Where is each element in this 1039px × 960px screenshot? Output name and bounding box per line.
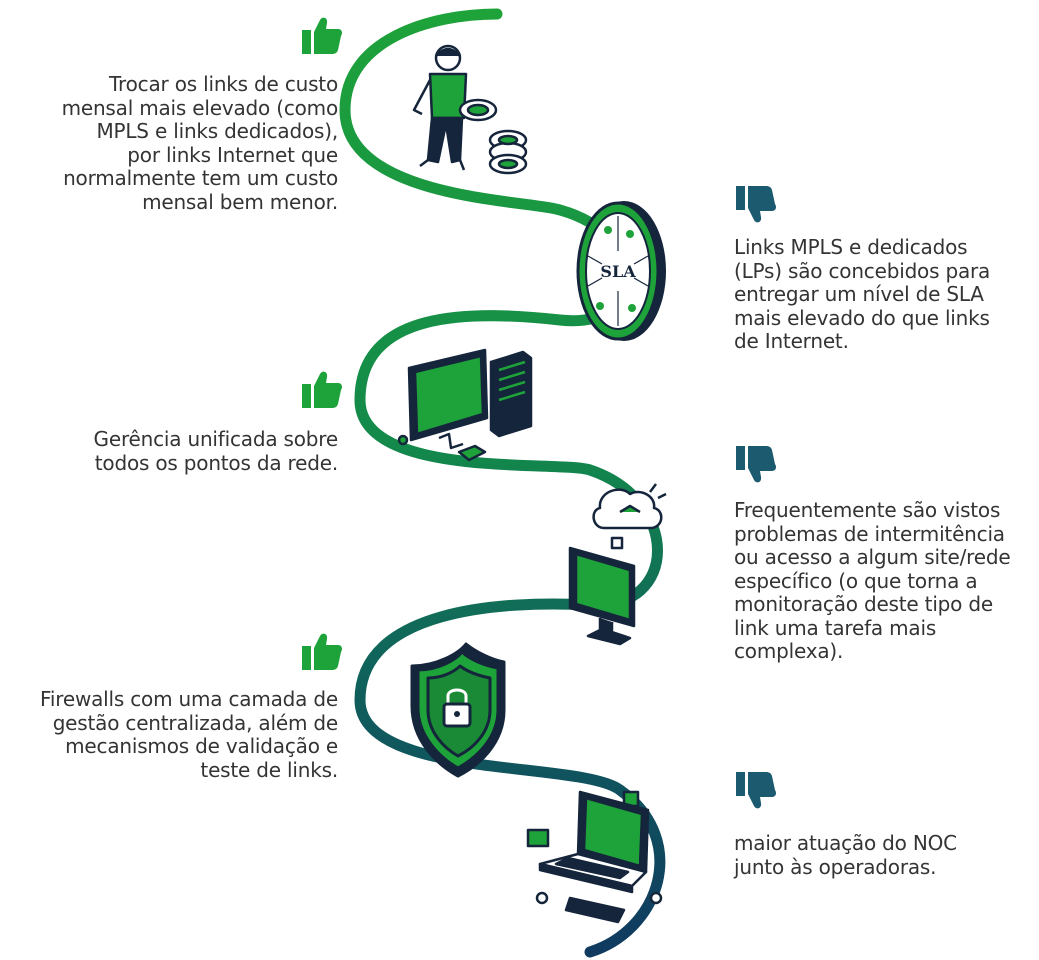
sla-label: SLA <box>600 262 636 281</box>
pro-item-text: Trocar os links de custo mensal mais ele… <box>61 72 339 214</box>
con-item-text: maior atuação do NOC junto às operadoras… <box>734 831 957 879</box>
thumbs-up-icon <box>302 633 342 670</box>
laptop-illustration <box>526 790 663 924</box>
person-with-coins-illustration <box>412 44 528 175</box>
desktop-computer-illustration <box>397 348 533 462</box>
thumbs-down-icon <box>736 446 776 483</box>
thumbs-down-icon <box>736 772 776 809</box>
pro-item-text: Firewalls com uma camada de gestão centr… <box>40 687 338 782</box>
con-item-text: Frequentemente são vistos problemas de i… <box>734 498 1011 663</box>
sla-badge-illustration: SLA <box>576 201 666 341</box>
pro-item-text: Gerência unificada sobre todos os pontos… <box>93 427 339 475</box>
monitor-cloud-illustration <box>568 483 667 646</box>
security-shield-illustration <box>410 642 506 778</box>
con-item-text: Links MPLS e dedicados (LPs) são concebi… <box>734 235 991 353</box>
thumbs-up-icon <box>302 371 342 408</box>
thumbs-up-icon <box>302 17 342 55</box>
thumbs-down-icon <box>736 186 776 223</box>
